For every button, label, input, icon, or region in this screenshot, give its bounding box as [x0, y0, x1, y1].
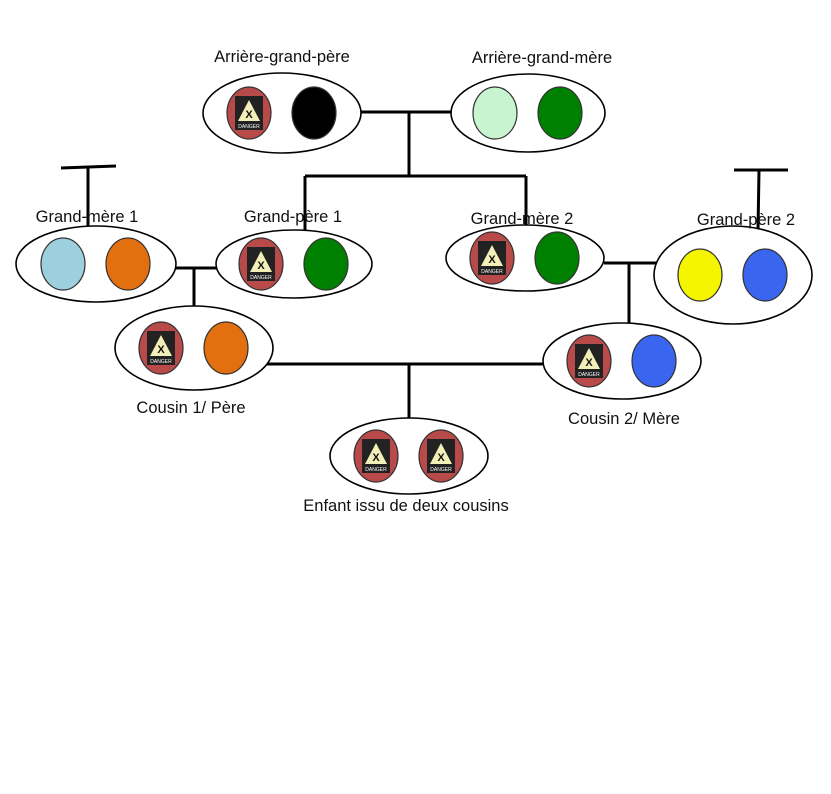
connector-lines	[60, 110, 788, 418]
person-enfant: X DANGER X DANGER Enfant issu de deux cousin…	[303, 417, 509, 515]
person-arriere-grand-mere: Arrière-grand-mère	[450, 49, 612, 153]
danger-icon: X DANGER	[418, 429, 464, 483]
allele-circle	[677, 248, 723, 302]
danger-text: DANGER	[250, 275, 272, 281]
person-grand-pere-2: Grand-père 2	[653, 211, 813, 325]
allele-circle	[203, 321, 249, 375]
person-grand-mere-1: Grand-mère 1	[15, 208, 177, 303]
danger-symbol: X	[257, 260, 265, 272]
person-label: Arrière-grand-mère	[472, 49, 612, 67]
danger-text: DANGER	[238, 124, 260, 130]
danger-symbol: X	[488, 254, 496, 266]
allele-circle	[303, 237, 349, 291]
person-label: Arrière-grand-père	[214, 48, 350, 66]
person-label: Cousin 2/ Mère	[568, 410, 680, 428]
allele-circle	[291, 86, 337, 140]
person-grand-mere-2: X DANGER Grand-mère 2	[445, 210, 605, 292]
danger-text: DANGER	[578, 372, 600, 378]
allele-circle	[537, 86, 583, 140]
allele-circle	[631, 334, 677, 388]
person-label: Grand-mère 2	[471, 210, 574, 228]
person-label: Grand-père 1	[244, 208, 342, 226]
danger-symbol: X	[157, 344, 165, 356]
person-label: Cousin 1/ Père	[136, 399, 245, 417]
danger-icon: X DANGER	[138, 321, 184, 375]
person-label: Enfant issu de deux cousins	[303, 497, 508, 515]
danger-symbol: X	[245, 109, 253, 121]
allele-circle	[40, 237, 86, 291]
allele-circle	[105, 237, 151, 291]
unknown-parents-stem-right	[756, 169, 761, 232]
person-arriere-grand-pere: X DANGER Arrière-grand-père	[202, 48, 362, 154]
danger-symbol: X	[372, 452, 380, 464]
danger-icon: X DANGER	[238, 237, 284, 291]
allele-circle	[472, 86, 518, 140]
allele-circle	[534, 231, 580, 285]
danger-icon: X DANGER	[226, 86, 272, 140]
allele-circle	[742, 248, 788, 302]
danger-text: DANGER	[150, 359, 172, 365]
danger-symbol: X	[437, 452, 445, 464]
danger-text: DANGER	[430, 467, 452, 473]
people-layer: X DANGER Arrière-grand-père Arrière-grand-m…	[15, 48, 813, 515]
person-oval	[15, 225, 177, 303]
danger-text: DANGER	[365, 467, 387, 473]
danger-icon: X DANGER	[353, 429, 399, 483]
danger-text: DANGER	[481, 269, 503, 275]
person-label: Grand-mère 1	[36, 208, 139, 226]
danger-icon: X DANGER	[566, 334, 612, 388]
person-cousin-1-pere: X DANGER Cousin 1/ Père	[114, 305, 274, 417]
danger-symbol: X	[585, 357, 593, 369]
danger-icon: X DANGER	[469, 231, 515, 285]
person-label: Grand-père 2	[697, 211, 795, 229]
person-grand-pere-1: X DANGER Grand-père 1	[215, 208, 373, 299]
person-cousin-2-mere: X DANGER Cousin 2/ Mère	[542, 322, 702, 428]
